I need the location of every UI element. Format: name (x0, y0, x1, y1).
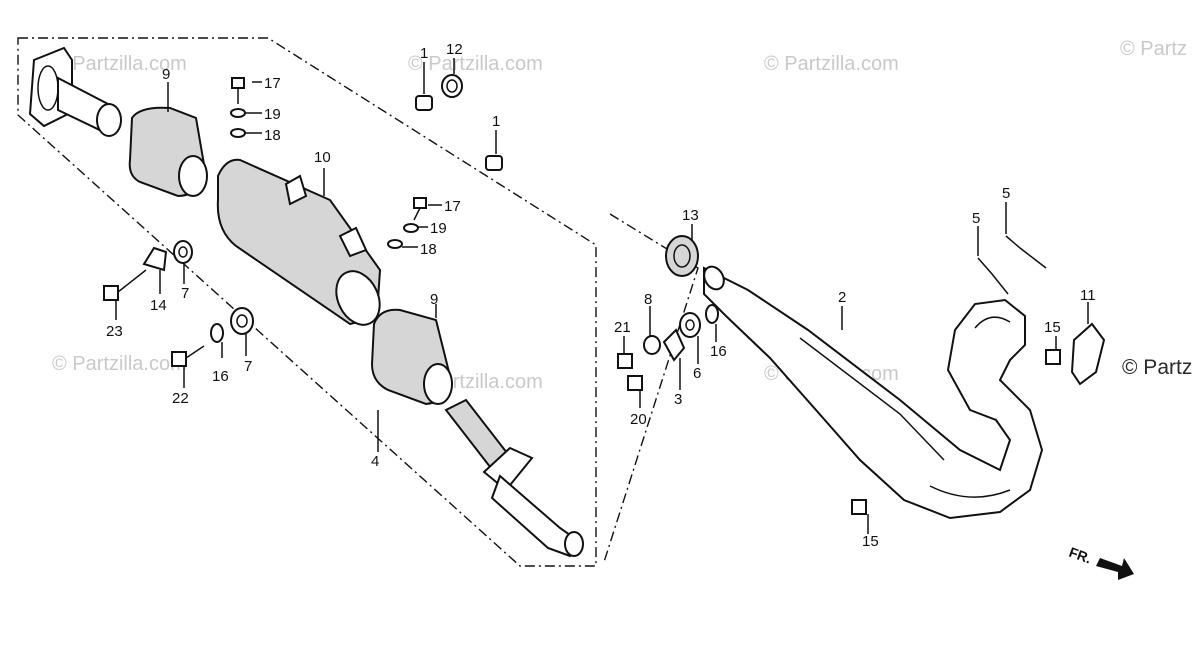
watermark-dark: © Partz (1122, 356, 1192, 379)
washer-16-part (705, 304, 719, 324)
washer-18-part (230, 128, 246, 138)
callout-4: 4 (371, 453, 379, 470)
watermark: © Partzilla.com (52, 53, 187, 75)
callout-19: 19 (430, 220, 447, 237)
tailpipe-part (28, 46, 122, 137)
washer-8-part (643, 335, 661, 355)
callout-22: 22 (172, 390, 189, 407)
grommet-6-part (679, 312, 701, 338)
callout-5: 5 (1002, 185, 1010, 202)
callout-21: 21 (614, 319, 631, 336)
washer-19-part (230, 108, 246, 118)
muffler-body-part (216, 158, 382, 326)
bolt-17-part (413, 197, 427, 221)
callout-9: 9 (430, 291, 438, 308)
callout-15: 15 (1044, 319, 1061, 336)
inner-pipe-part (444, 398, 584, 558)
bracket-11-part (1070, 322, 1106, 386)
silencer-group (28, 46, 584, 558)
callout-6: 6 (693, 365, 701, 382)
collar-12-part (441, 74, 463, 98)
expansion-chamber-part (703, 265, 1044, 520)
callout-15: 15 (862, 533, 879, 550)
front-direction-indicator: FR. (1067, 544, 1134, 580)
callout-17: 17 (264, 75, 281, 92)
callout-11: 11 (1080, 287, 1096, 304)
bracket-14-part (142, 246, 168, 272)
callout-13: 13 (682, 207, 699, 224)
washer-19-part (403, 223, 419, 233)
callout-17: 17 (444, 198, 461, 215)
callout-16: 16 (710, 343, 727, 360)
callout-18: 18 (264, 127, 281, 144)
nut-1-part (415, 95, 433, 111)
callout-1: 1 (420, 45, 428, 62)
callout-10: 10 (314, 149, 331, 166)
bolt-22-part (171, 345, 205, 367)
callout-16: 16 (212, 368, 229, 385)
callout-23: 23 (106, 323, 123, 340)
silencer-assembly-outline (17, 37, 597, 567)
callout-18: 18 (420, 241, 437, 258)
washer-16-part (210, 323, 224, 343)
bracket-3-part (662, 328, 686, 362)
washer-18-part (387, 239, 403, 249)
callout-labels: 9 17 19 18 10 1 12 1 17 19 18 7 14 23 9 … (106, 41, 1096, 550)
bolt-15-part (1045, 349, 1061, 365)
callout-3: 3 (674, 391, 682, 408)
callout-7: 7 (181, 285, 189, 302)
bolt-23-part (103, 269, 147, 301)
watermark: © Partzilla.com (764, 53, 899, 75)
nut-1-part (485, 155, 503, 171)
callout-8: 8 (644, 291, 652, 308)
bolt-20-part (627, 375, 643, 391)
direction-arrow-icon (1096, 558, 1134, 580)
watermark: © Partz (1120, 38, 1187, 60)
callout-1: 1 (492, 113, 500, 130)
packing-part (128, 106, 208, 198)
grommet-7-part (230, 307, 254, 335)
callout-2: 2 (838, 289, 846, 306)
leader-lines (115, 58, 1089, 534)
callout-9: 9 (162, 66, 170, 83)
bolt-15-part (851, 499, 867, 515)
callout-12: 12 (446, 41, 463, 58)
spring-seal-13-part (665, 235, 699, 277)
watermark: © Partzilla.com (52, 353, 187, 375)
callout-14: 14 (150, 297, 167, 314)
callout-20: 20 (630, 411, 647, 428)
watermark: © Partzilla.com (408, 53, 543, 75)
bolt-17-part (231, 77, 245, 104)
packing-part (370, 308, 454, 406)
callout-5: 5 (972, 210, 980, 227)
callout-7: 7 (244, 358, 252, 375)
spring-5-part (977, 257, 1009, 295)
bolt-21-part (617, 353, 633, 369)
front-direction-label: FR. (1067, 544, 1094, 567)
grommet-7-part (173, 240, 193, 264)
chamber-assembly-outline (603, 213, 699, 563)
callout-19: 19 (264, 106, 281, 123)
spring-5-part (1005, 235, 1047, 269)
